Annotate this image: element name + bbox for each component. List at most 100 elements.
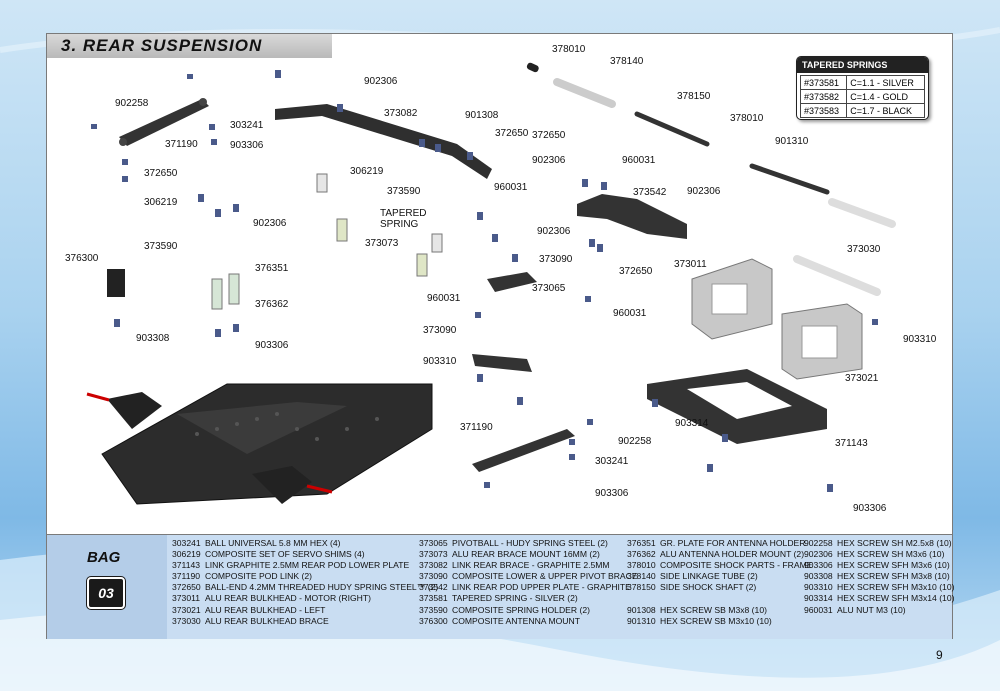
pod-upper-plate — [577, 194, 687, 239]
part-description: BALL UNIVERSAL 5.8 MM HEX (4) — [205, 538, 341, 548]
part-row: 373581 TAPERED SPRING - SILVER (2) — [419, 593, 638, 604]
part-code: 903306 — [804, 560, 833, 571]
part-description: HEX SCREW SFH M3x8 (10) — [837, 571, 950, 582]
callout-label: 902306 — [253, 218, 287, 229]
spring-rate: C=1.7 - BLACK — [846, 103, 925, 118]
part-code: 371143 — [172, 560, 201, 571]
callout-label: 960031 — [427, 293, 461, 304]
screws — [91, 70, 878, 492]
callout-label: 303241 — [595, 456, 629, 467]
callout-label: 903306 — [853, 503, 887, 514]
part-code: 373082 — [419, 560, 448, 571]
callout-label: 902306 — [532, 155, 566, 166]
callout-label: 960031 — [494, 182, 528, 193]
part-description: COMPOSITE ANTENNA MOUNT — [452, 615, 580, 626]
part-code: 373590 — [419, 604, 448, 615]
callout-label: 373030 — [847, 244, 881, 255]
pod-link-upper — [119, 98, 209, 146]
bag-label: BAG — [87, 549, 121, 566]
spring-code: #373581 — [799, 75, 848, 90]
part-description: LINK REAR BRACE - GRAPHITE 2.5MM — [452, 560, 610, 571]
callout-label: 373082 — [384, 108, 418, 119]
part-description: COMPOSITE LOWER & UPPER PIVOT BRACE — [452, 571, 638, 582]
callout-label: 901308 — [465, 110, 499, 121]
callout-label: 902306 — [687, 186, 721, 197]
part-code: 378010 — [627, 560, 656, 571]
part-row-spacer — [627, 593, 812, 604]
part-code: 376300 — [419, 615, 448, 626]
callout-label: 903306 — [230, 140, 264, 151]
part-code: 372650 — [172, 582, 201, 593]
part-code: 373011 — [172, 593, 201, 604]
pod-lower-plate — [647, 369, 827, 444]
part-code: 901308 — [627, 604, 656, 615]
part-row: 903306 HEX SCREW SFH M3x6 (10) — [804, 560, 954, 571]
callout-label: 960031 — [622, 155, 656, 166]
part-description: SIDE LINKAGE TUBE (2) — [660, 571, 758, 582]
part-code: 901310 — [627, 615, 656, 626]
part-description: HEX SCREW SFH M3x6 (10) — [837, 560, 950, 571]
bulkhead-right — [691, 258, 773, 340]
callout-label: 960031 — [613, 308, 647, 319]
shock-shafts — [526, 62, 896, 296]
callout-label: 372650 — [144, 168, 178, 179]
part-code: 960031 — [804, 604, 833, 615]
callout-label: 902306 — [537, 226, 571, 237]
callout-label: 376362 — [255, 299, 289, 310]
part-description: ALU REAR BULKHEAD - LEFT — [205, 604, 326, 615]
callout-label: TAPERED — [380, 208, 427, 219]
callout-label: 903310 — [423, 356, 457, 367]
antenna-mount — [107, 269, 125, 297]
callout-label: 303241 — [230, 120, 264, 131]
callout-label: 378010 — [730, 113, 764, 124]
callout-label: 903310 — [903, 334, 937, 345]
part-code: 903314 — [804, 593, 833, 604]
part-row: 373073 ALU REAR BRACE MOUNT 16MM (2) — [419, 549, 638, 560]
callout-label: 902306 — [364, 76, 398, 87]
callout-label: 903314 — [675, 418, 709, 429]
callout-label: 306219 — [350, 166, 384, 177]
part-description: ALU NUT M3 (10) — [837, 604, 906, 615]
part-description: HEX SCREW SFH M3x10 (10) — [837, 582, 955, 593]
callout-label: 376351 — [255, 263, 289, 274]
part-description: HEX SCREW SB M3x10 (10) — [660, 615, 772, 626]
callout-labels: 378010 378140 902306 378150 902258 37308… — [65, 44, 937, 514]
callout-label: 901310 — [775, 136, 809, 147]
pod-link-lower — [472, 429, 575, 472]
part-description: ALU REAR BRACE MOUNT 16MM (2) — [452, 549, 600, 560]
part-description: GR. PLATE FOR ANTENNA HOLDER — [660, 538, 806, 548]
page-number: 9 — [936, 648, 943, 662]
tapered-springs-title: TAPERED SPRINGS — [797, 57, 928, 73]
rear-brace-link — [275, 104, 492, 179]
part-code: 378140 — [627, 571, 656, 582]
part-description: ALU ANTENNA HOLDER MOUNT (2) — [660, 549, 805, 560]
spring-code: #373583 — [799, 103, 848, 118]
callout-label: 373073 — [365, 238, 399, 249]
section-title-bar: 3. REAR SUSPENSION — [47, 34, 332, 58]
callout-label: 903308 — [136, 333, 170, 344]
part-description: TAPERED SPRING - SILVER (2) — [452, 593, 578, 604]
section-title: 3. REAR SUSPENSION — [61, 36, 263, 55]
spring-code: #373582 — [799, 89, 848, 104]
part-code: 373581 — [419, 593, 448, 604]
bag-indicator: BAG 03 — [47, 535, 167, 639]
part-code: 373073 — [419, 549, 448, 560]
spring-row: #373582 C=1.4 - GOLD — [799, 89, 925, 104]
callout-label: 373011 — [674, 259, 707, 270]
part-description: COMPOSITE SET OF SERVO SHIMS (4) — [205, 549, 365, 560]
